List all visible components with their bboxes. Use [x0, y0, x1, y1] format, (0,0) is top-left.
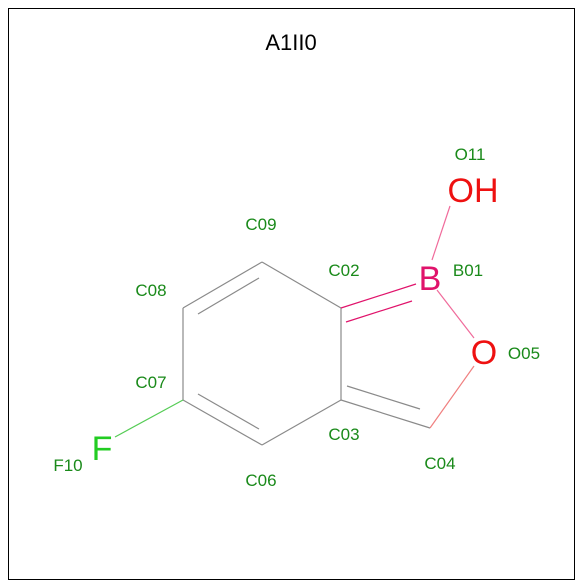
atom-label-c08: C08 [135, 281, 166, 300]
bond-b01-o11 [431, 205, 451, 261]
atom-label-c06: C06 [245, 471, 276, 490]
element-fluorine: F [92, 430, 113, 468]
diagram-frame [8, 8, 575, 580]
bonds [182, 261, 431, 446]
atom-labels: O11 C09 C02 B01 C08 O05 C07 C03 F10 C04 … [53, 145, 540, 490]
element-boron: B [419, 260, 442, 298]
bond-c09-c02 [261, 261, 342, 309]
bond-c03-c06 [261, 399, 342, 446]
bond-c03-c04 [340, 399, 431, 429]
hetero-bonds [114, 205, 475, 438]
atom-label-o05: O05 [508, 344, 540, 363]
bond-c02-b01-inner [345, 300, 413, 323]
bond-c06-c07 [182, 399, 263, 446]
atom-label-f10: F10 [53, 456, 82, 475]
element-oxygen-ring: O [471, 334, 497, 372]
atom-label-c09: C09 [245, 215, 276, 234]
atom-label-o11: O11 [455, 145, 486, 164]
bond-c03-c04-inner [346, 385, 421, 410]
atom-label-c04: C04 [424, 454, 455, 473]
atom-label-c03: C03 [328, 425, 359, 444]
bond-c02-b01 [340, 283, 417, 309]
bond-c08-c09 [182, 261, 263, 309]
molecule-title: A1II0 [265, 30, 316, 55]
atom-label-c02: C02 [328, 261, 359, 280]
atom-label-b01: B01 [453, 261, 483, 280]
atom-label-c07: C07 [135, 373, 166, 392]
bond-c04-o05 [429, 365, 475, 429]
bond-o05-b01 [436, 289, 475, 339]
element-hydroxyl: OH [448, 172, 499, 210]
bond-c08-c09-inner [197, 277, 260, 315]
bond-c07-c06-inner [197, 393, 260, 430]
bond-c07-f10 [114, 399, 184, 438]
